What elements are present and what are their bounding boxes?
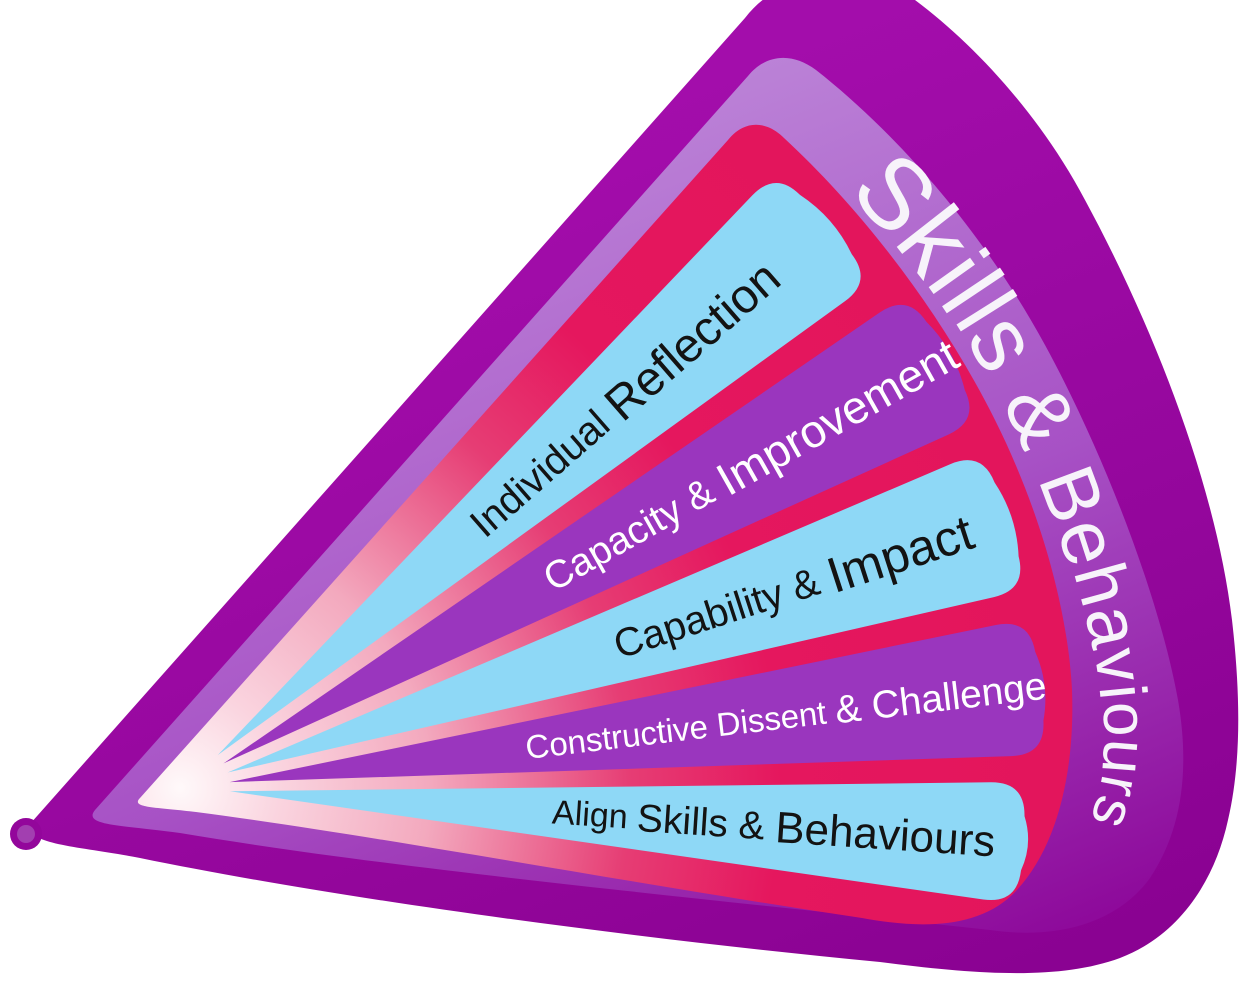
segment-wedge-3 bbox=[227, 460, 1021, 773]
label-part: Skills & bbox=[636, 796, 777, 848]
segment-wedge-5 bbox=[229, 782, 1029, 901]
title-part: vi bbox=[1081, 643, 1161, 705]
segment-wedge-1 bbox=[217, 182, 861, 756]
segment-wedge-2 bbox=[223, 304, 970, 764]
segment-wedge-4 bbox=[229, 623, 1046, 783]
label-part: Align bbox=[551, 793, 638, 836]
fan-apex-bulb-core bbox=[17, 825, 35, 843]
